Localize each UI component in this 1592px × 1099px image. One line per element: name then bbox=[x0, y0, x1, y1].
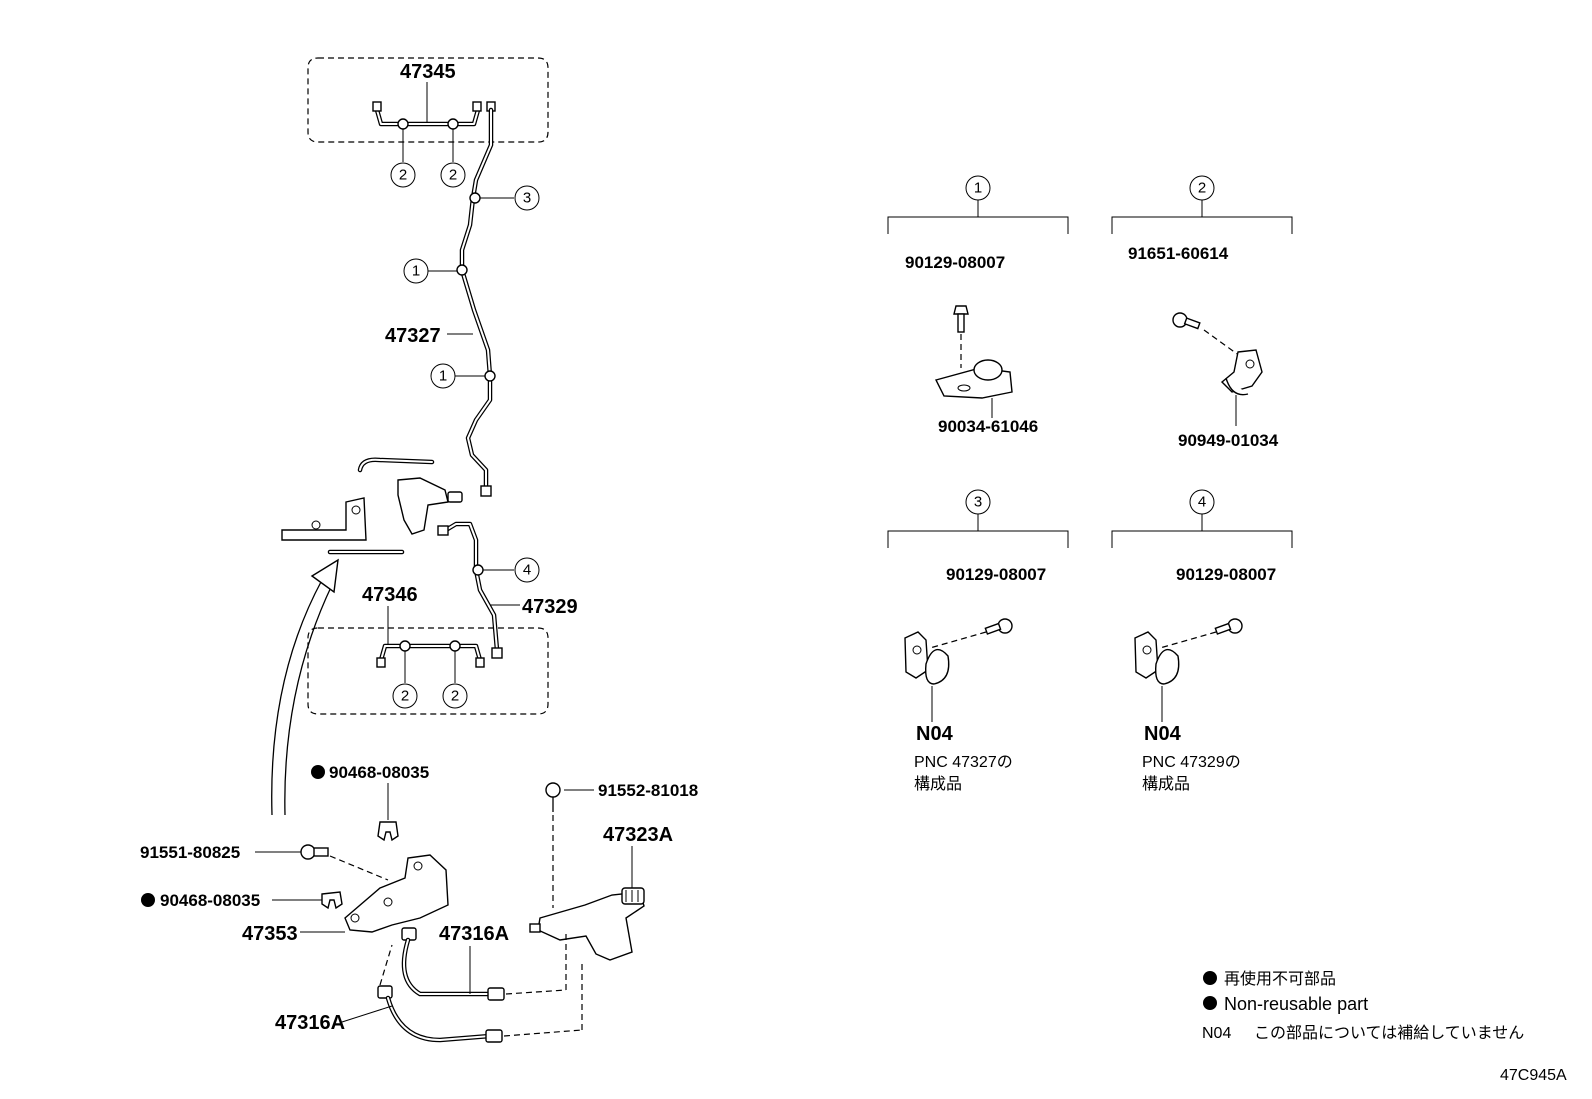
hose-47316A-top bbox=[401, 927, 505, 1001]
label-91552-81018: 91552-81018 bbox=[598, 781, 698, 800]
label-47327: 47327 bbox=[385, 325, 441, 347]
detail-2-bolt-label: 91651-60614 bbox=[1128, 244, 1229, 263]
callout-2-bottom-left: 2 bbox=[392, 651, 418, 709]
label-47316A-top: 47316A bbox=[439, 923, 509, 945]
diagram-id: 47C945A bbox=[1500, 1067, 1567, 1084]
bolt-icon bbox=[953, 305, 969, 333]
svg-text:1: 1 bbox=[439, 368, 447, 385]
bolt-91552-icon bbox=[545, 782, 561, 798]
pipe-47329 bbox=[437, 521, 503, 659]
label-47353: 47353 bbox=[242, 923, 298, 945]
svg-text:1: 1 bbox=[974, 180, 982, 197]
label-91551-80825: 91551-80825 bbox=[140, 843, 240, 862]
callout-1-pipe-lower: 1 bbox=[430, 363, 485, 389]
detail-2-clamp-label: 90949-01034 bbox=[1178, 431, 1279, 450]
valve-bracket-assembly bbox=[281, 457, 463, 555]
svg-text:2: 2 bbox=[399, 167, 407, 184]
detail-4: 4 90129-08007 N04 PNC 47329の 構成品 bbox=[1111, 489, 1293, 793]
bullet-icon bbox=[1203, 996, 1217, 1010]
clip-clamp-icon bbox=[1134, 631, 1180, 685]
clip-clamp-icon bbox=[934, 359, 1013, 399]
bullet-icon bbox=[1203, 971, 1217, 985]
detail-1-bolt-label: 90129-08007 bbox=[905, 253, 1005, 272]
detail-4-bolt-label: 90129-08007 bbox=[1176, 565, 1276, 584]
pipe-group-47346: 47346 bbox=[307, 584, 549, 715]
svg-text:2: 2 bbox=[401, 688, 409, 705]
bolt-91551-icon bbox=[300, 844, 329, 860]
pipe-47327 bbox=[456, 107, 496, 497]
callout-4-pipe: 4 bbox=[483, 557, 540, 583]
svg-text:3: 3 bbox=[523, 190, 531, 207]
detail-3-note-line1: PNC 47327の bbox=[914, 754, 1013, 771]
pipe-group-47345: 47345 bbox=[307, 57, 549, 143]
bullet-icon bbox=[311, 765, 325, 779]
label-90468-08035-top: 90468-08035 bbox=[329, 763, 429, 782]
svg-text:3: 3 bbox=[974, 494, 982, 511]
detail-3-bolt-label: 90129-08007 bbox=[946, 565, 1046, 584]
callout-2-bottom-right: 2 bbox=[442, 651, 468, 709]
legend-item-jp: 再使用不可部品 bbox=[1224, 970, 1336, 988]
valve-47323A bbox=[529, 887, 645, 961]
svg-text:1: 1 bbox=[412, 263, 420, 280]
bolt-icon bbox=[1214, 618, 1243, 635]
svg-text:4: 4 bbox=[523, 562, 531, 579]
callout-1-pipe-upper: 1 bbox=[403, 258, 457, 284]
label-47345: 47345 bbox=[400, 61, 456, 83]
detail-4-note-line2: 構成品 bbox=[1142, 775, 1190, 793]
callout-2-top-right: 2 bbox=[440, 129, 466, 188]
detail-4-code: N04 bbox=[1144, 723, 1182, 745]
svg-text:2: 2 bbox=[1198, 180, 1206, 197]
svg-text:4: 4 bbox=[1198, 494, 1206, 511]
detail-2: 2 91651-60614 90949-01034 bbox=[1111, 175, 1293, 450]
clip-clamp-icon bbox=[1220, 349, 1263, 396]
detail-3-note-line2: 構成品 bbox=[914, 775, 962, 793]
detail-1-clamp-label: 90034-61046 bbox=[938, 417, 1038, 436]
callout-3-pipe: 3 bbox=[480, 185, 540, 211]
bullet-icon bbox=[141, 893, 155, 907]
detail-4-note-line1: PNC 47329の bbox=[1142, 754, 1241, 771]
detail-1: 1 90129-08007 90034-61046 bbox=[887, 175, 1069, 436]
label-47323A: 47323A bbox=[603, 824, 673, 846]
bolt-icon bbox=[984, 618, 1013, 635]
legend-n04-code: N04 bbox=[1202, 1025, 1231, 1042]
clip-clamp-icon bbox=[904, 631, 950, 685]
legend: 再使用不可部品 Non-reusable part N04 この部品については補… bbox=[1202, 970, 1524, 1042]
label-47316A-bottom: 47316A bbox=[275, 1012, 345, 1034]
label-90468-08035-left: 90468-08035 bbox=[160, 891, 260, 910]
legend-n04-text: この部品については補給していません bbox=[1254, 1024, 1524, 1042]
location-arrow bbox=[271, 558, 339, 816]
bolt-icon bbox=[1172, 312, 1201, 330]
label-47329: 47329 bbox=[522, 596, 578, 618]
detail-3: 3 90129-08007 N04 PNC 47327の 構成品 bbox=[887, 489, 1069, 793]
svg-text:2: 2 bbox=[449, 167, 457, 184]
bracket-47353 bbox=[344, 854, 449, 933]
legend-item-en: Non-reusable part bbox=[1224, 994, 1368, 1014]
callout-2-top-left: 2 bbox=[390, 129, 416, 188]
label-47346: 47346 bbox=[362, 584, 418, 606]
svg-text:2: 2 bbox=[451, 688, 459, 705]
detail-3-code: N04 bbox=[916, 723, 954, 745]
